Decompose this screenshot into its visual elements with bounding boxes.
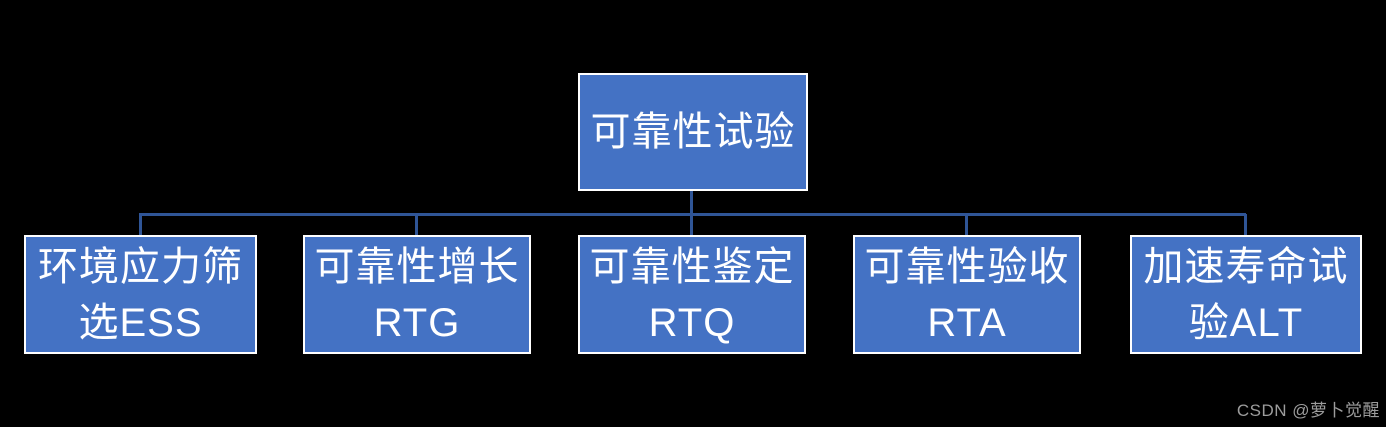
node-label: 可靠性试验	[590, 110, 796, 154]
node-label-line: 可靠性增长	[314, 244, 520, 289]
connector-drop-rtg	[415, 214, 418, 236]
node-label-line: 验ALT	[1188, 300, 1304, 345]
node-label-line: 可靠性鉴定	[589, 244, 795, 289]
node-label-line: RTG	[373, 300, 461, 345]
connector-drop-ess	[139, 214, 142, 236]
node-label-line: 选ESS	[78, 300, 203, 345]
node-reliability-growth-rtg: 可靠性增长 RTG	[303, 235, 531, 354]
node-label-line: RTQ	[648, 300, 736, 345]
node-label-line: RTA	[927, 300, 1007, 345]
node-reliability-qualification-rtq: 可靠性鉴定 RTQ	[578, 235, 806, 354]
node-label-line: 加速寿命试	[1143, 244, 1349, 289]
node-label-line: 可靠性验收	[864, 244, 1070, 289]
node-reliability-test: 可靠性试验	[578, 73, 808, 191]
connector-drop-alt	[1244, 214, 1247, 236]
node-reliability-acceptance-rta: 可靠性验收 RTA	[853, 235, 1081, 354]
connector-drop-rta	[965, 214, 968, 236]
connector-root-vertical	[690, 191, 693, 216]
csdn-watermark: CSDN @萝卜觉醒	[1236, 401, 1380, 420]
node-environmental-stress-screening-ess: 环境应力筛 选ESS	[24, 235, 257, 354]
node-label-line: 环境应力筛	[38, 244, 243, 289]
node-accelerated-life-test-alt: 加速寿命试 验ALT	[1130, 235, 1362, 354]
connector-drop-rtq	[690, 214, 693, 236]
